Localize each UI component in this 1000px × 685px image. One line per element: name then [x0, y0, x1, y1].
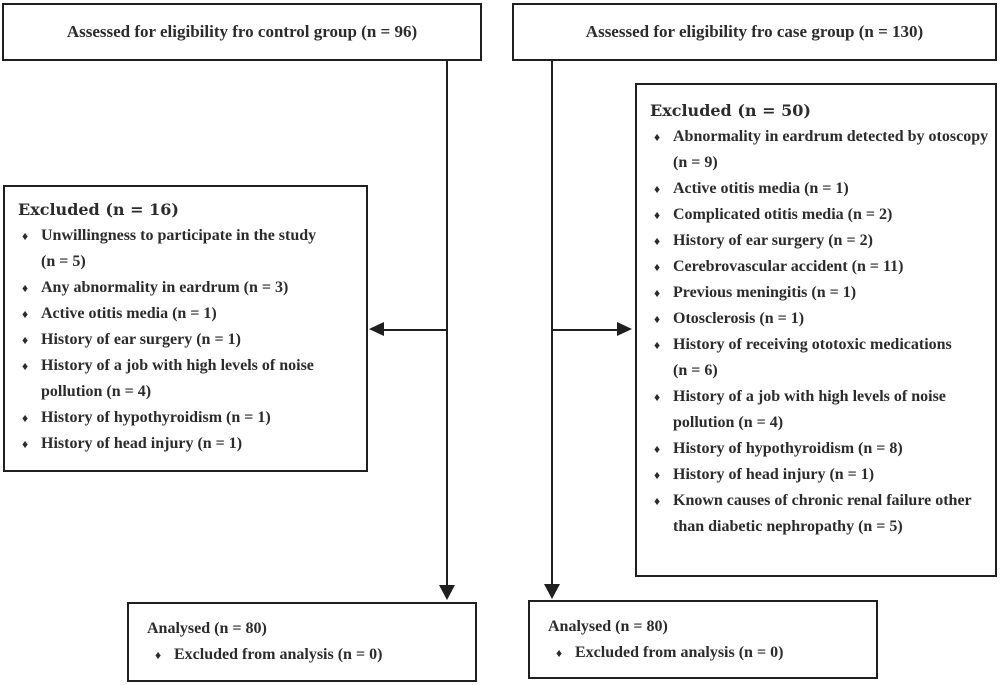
- case-down-arrowhead-icon: [544, 584, 560, 599]
- analysed-item-text: Excluded from analysis (n = 0): [174, 646, 383, 663]
- diamond-bullet-icon: ♦: [654, 494, 661, 508]
- diamond-bullet-icon: ♦: [654, 442, 661, 456]
- excluded-item-text: Abnormality in eardrum detected by otosc…: [673, 128, 989, 171]
- diamond-bullet-icon: ♦: [155, 648, 162, 662]
- case-eligibility-box: Assessed for eligibility fro case group …: [512, 3, 997, 61]
- control-excluded-line: [384, 329, 447, 331]
- excluded-list-item: ♦ Cerebrovascular accident (n = 11): [650, 254, 989, 280]
- excluded-list-item: ♦ History of a job with high levels of n…: [18, 353, 360, 405]
- diamond-bullet-icon: ♦: [22, 411, 29, 425]
- diamond-bullet-icon: ♦: [654, 182, 661, 196]
- excluded-item-text: History of a job with high levels of noi…: [673, 388, 946, 431]
- diamond-bullet-icon: ♦: [556, 646, 563, 660]
- excluded-item-text: Known causes of chronic renal failure ot…: [673, 492, 972, 535]
- control-analysed-list: ♦ Excluded from analysis (n = 0): [147, 642, 469, 668]
- excluded-list-item: ♦ Complicated otitis media (n = 2): [650, 202, 989, 228]
- excluded-item-text: Cerebrovascular accident (n = 11): [673, 258, 904, 275]
- diamond-bullet-icon: ♦: [654, 208, 661, 222]
- excluded-list-item: ♦ Active otitis media (n = 1): [650, 176, 989, 202]
- control-excluded-arrowhead-icon: [369, 322, 384, 336]
- analysed-list-item: ♦ Excluded from analysis (n = 0): [548, 640, 870, 666]
- case-analysed-list: ♦ Excluded from analysis (n = 0): [548, 640, 870, 666]
- control-down-line: [446, 61, 448, 586]
- excluded-item-text: History of receiving ototoxic medication…: [673, 336, 952, 379]
- diamond-bullet-icon: ♦: [22, 229, 29, 243]
- excluded-item-text: Otosclerosis (n = 1): [673, 310, 805, 327]
- control-excluded-box: Excluded (n = 16) ♦ Unwillingness to par…: [3, 185, 368, 472]
- excluded-item-text: History of head injury (n = 1): [673, 466, 875, 483]
- excluded-list-item: ♦ Known causes of chronic renal failure …: [650, 488, 989, 540]
- excluded-item-text: Complicated otitis media (n = 2): [673, 206, 893, 223]
- case-down-line: [551, 61, 553, 585]
- case-excluded-list: ♦ Abnormality in eardrum detected by oto…: [650, 124, 989, 540]
- excluded-list-item: ♦ Previous meningitis (n = 1): [650, 280, 989, 306]
- diamond-bullet-icon: ♦: [654, 130, 661, 144]
- diamond-bullet-icon: ♦: [654, 312, 661, 326]
- diamond-bullet-icon: ♦: [654, 234, 661, 248]
- control-eligibility-box: Assessed for eligibility fro control gro…: [2, 3, 482, 61]
- diamond-bullet-icon: ♦: [654, 338, 661, 352]
- case-eligibility-label: Assessed for eligibility fro case group …: [585, 22, 924, 41]
- excluded-item-text: History of ear surgery (n = 1): [41, 331, 241, 348]
- excluded-list-item: ♦ Unwillingness to participate in the st…: [18, 223, 360, 275]
- analysed-item-text: Excluded from analysis (n = 0): [575, 644, 784, 661]
- excluded-item-text: History of head injury (n = 1): [41, 435, 243, 452]
- excluded-item-text: Unwillingness to participate in the stud…: [41, 227, 317, 270]
- case-excluded-title: Excluded (n = 50): [650, 101, 811, 120]
- excluded-list-item: ♦ History of ear surgery (n = 1): [18, 327, 360, 353]
- diamond-bullet-icon: ♦: [654, 260, 661, 274]
- excluded-list-item: ♦ History of ear surgery (n = 2): [650, 228, 989, 254]
- control-eligibility-label: Assessed for eligibility fro control gro…: [66, 22, 418, 41]
- excluded-item-text: History of a job with high levels of noi…: [41, 357, 314, 400]
- excluded-item-text: Active otitis media (n = 1): [673, 180, 849, 197]
- diamond-bullet-icon: ♦: [654, 286, 661, 300]
- control-excluded-list: ♦ Unwillingness to participate in the st…: [18, 223, 360, 457]
- case-analysed-title: Analysed (n = 80): [548, 618, 668, 635]
- analysed-list-item: ♦ Excluded from analysis (n = 0): [147, 642, 469, 668]
- control-analysed-title: Analysed (n = 80): [147, 620, 267, 637]
- excluded-list-item: ♦ Abnormality in eardrum detected by oto…: [650, 124, 989, 176]
- excluded-item-text: History of ear surgery (n = 2): [673, 232, 873, 249]
- excluded-list-item: ♦ History of receiving ototoxic medicati…: [650, 332, 989, 384]
- excluded-item-text: Active otitis media (n = 1): [41, 305, 217, 322]
- excluded-list-item: ♦ History of head injury (n = 1): [18, 431, 360, 457]
- case-excluded-arrowhead-icon: [617, 322, 632, 336]
- diamond-bullet-icon: ♦: [22, 307, 29, 321]
- excluded-item-text: History of hypothyroidism (n = 1): [41, 409, 271, 426]
- case-analysed-box: Analysed (n = 80) ♦ Excluded from analys…: [528, 600, 878, 679]
- excluded-list-item: ♦ Otosclerosis (n = 1): [650, 306, 989, 332]
- diamond-bullet-icon: ♦: [654, 468, 661, 482]
- control-analysed-box: Analysed (n = 80) ♦ Excluded from analys…: [127, 602, 477, 682]
- control-down-arrowhead-icon: [439, 585, 455, 600]
- diamond-bullet-icon: ♦: [22, 359, 29, 373]
- excluded-list-item: ♦ Active otitis media (n = 1): [18, 301, 360, 327]
- case-excluded-box: Excluded (n = 50) ♦ Abnormality in eardr…: [635, 83, 997, 577]
- diamond-bullet-icon: ♦: [22, 437, 29, 451]
- diamond-bullet-icon: ♦: [654, 390, 661, 404]
- excluded-list-item: ♦ Any abnormality in eardrum (n = 3): [18, 275, 360, 301]
- case-excluded-line: [553, 329, 618, 331]
- excluded-list-item: ♦ History of a job with high levels of n…: [650, 384, 989, 436]
- excluded-list-item: ♦ History of hypothyroidism (n = 8): [650, 436, 989, 462]
- diamond-bullet-icon: ♦: [22, 281, 29, 295]
- excluded-item-text: History of hypothyroidism (n = 8): [673, 440, 903, 457]
- excluded-item-text: Any abnormality in eardrum (n = 3): [41, 279, 289, 296]
- control-excluded-title: Excluded (n = 16): [18, 200, 179, 219]
- diamond-bullet-icon: ♦: [22, 333, 29, 347]
- excluded-list-item: ♦ History of hypothyroidism (n = 1): [18, 405, 360, 431]
- excluded-item-text: Previous meningitis (n = 1): [673, 284, 857, 301]
- excluded-list-item: ♦ History of head injury (n = 1): [650, 462, 989, 488]
